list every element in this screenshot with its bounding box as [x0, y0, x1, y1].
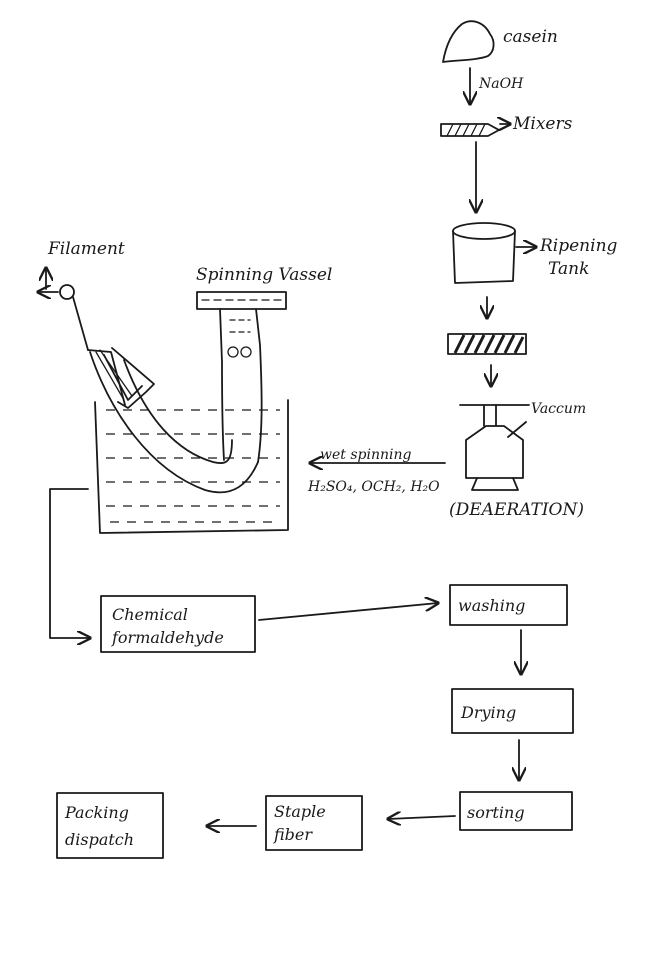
drying-label: Drying [460, 703, 516, 722]
ripening-tank-icon [452, 222, 536, 284]
packing-label: Packing [64, 803, 129, 822]
chemicals-label: H₂SO₄, OCH₂, H₂O [307, 479, 440, 495]
washing-box: washing [449, 584, 568, 626]
filament-strand [72, 296, 89, 351]
mixer-icon [440, 124, 510, 137]
tank-label: Tank [548, 259, 589, 279]
sorting-to-staple-arrow [388, 816, 456, 819]
dispatch-label: dispatch [65, 830, 134, 849]
sorting-box: sorting [459, 791, 573, 831]
filament-path [89, 351, 259, 494]
chemical-formaldehyde-box: Chemical formaldehyde [100, 595, 256, 653]
casein-label: casein [503, 27, 558, 47]
naoh-label: NaOH [478, 76, 524, 92]
chemical-to-washing-arrow [258, 603, 438, 621]
packing-dispatch-box: Packing dispatch [56, 792, 164, 859]
deaeration-label: (DEAERATION) [449, 500, 584, 520]
spinning-guide-icon [87, 347, 155, 409]
sorting-label: sorting [467, 803, 525, 822]
spinning-vessel-icon [196, 291, 287, 463]
spinning-vassel-label: Spinning Vassel [196, 265, 332, 285]
drying-box: Drying [451, 688, 574, 734]
fiber-label: fiber [273, 825, 313, 844]
casein-blob [442, 20, 495, 63]
filter-icon [447, 333, 527, 355]
vaccum-label: Vaccum [531, 401, 586, 417]
wet-spinning-label: wet spinning [320, 447, 411, 463]
formaldehyde-label: formaldehyde [111, 628, 224, 647]
bath-to-chemical-arrow [49, 488, 90, 638]
filament-label: Filament [47, 239, 125, 259]
deaerator-icon [459, 404, 530, 491]
chemical-label: Chemical [112, 605, 188, 624]
mixers-label: Mixers [512, 114, 573, 134]
staple-fiber-box: Staple fiber [265, 795, 363, 851]
washing-label: washing [458, 596, 525, 615]
coagulation-bath-icon [94, 399, 289, 534]
staple-label: Staple [274, 802, 326, 821]
take-up-roller-icon [59, 284, 75, 300]
ripening-label: Ripening [539, 236, 618, 256]
